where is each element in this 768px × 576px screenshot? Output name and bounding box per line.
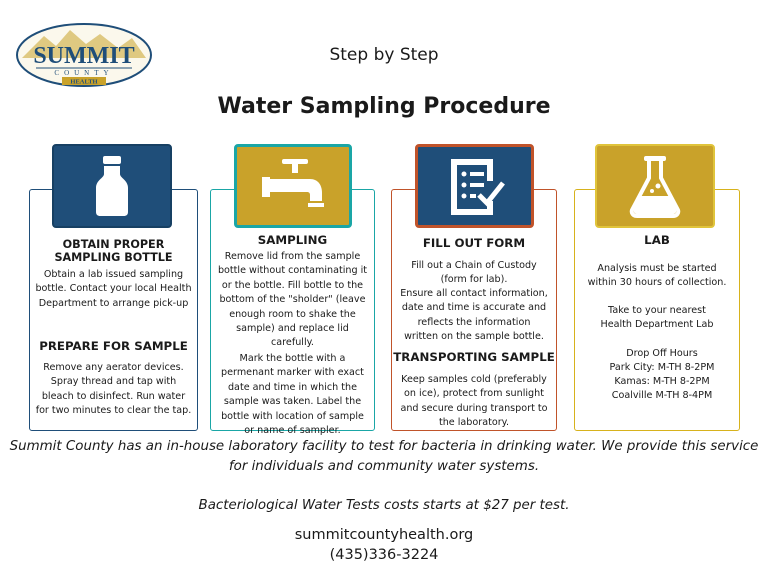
card-text: Analysis must be started within 30 hours…: [587, 263, 727, 289]
card-heading: FILL OUT FORM: [422, 236, 526, 250]
milk-bottle-icon: [52, 144, 172, 228]
card-heading: TRANSPORTING SAMPLE: [393, 350, 555, 364]
card-text: Fill out a Chain of Custody (form for la…: [411, 260, 537, 286]
hours-item: Kamas: M-TH 8-2PM: [614, 376, 710, 387]
card-sampling: SAMPLING Remove lid from the sample bott…: [210, 189, 375, 436]
phone-number[interactable]: (435)336-3224: [329, 547, 439, 563]
hours-item: Coalville M-TH 8-4PM: [611, 390, 713, 401]
hours-title: Drop Off Hours: [626, 348, 698, 359]
faucet-icon: [234, 144, 352, 228]
lab-description: Summit County has an in-house laboratory…: [9, 439, 759, 474]
website-link[interactable]: summitcountyhealth.org: [294, 527, 474, 543]
card-heading: OBTAIN PROPER SAMPLING BOTTLE: [54, 238, 173, 264]
page-title: Water Sampling Procedure: [217, 94, 551, 119]
card-text: Take to your nearest Health Department L…: [600, 305, 714, 331]
svg-text:SUMMIT: SUMMIT: [33, 43, 134, 69]
kicker-text: Step by Step: [329, 45, 439, 65]
card-text: Remove any aerator devices. Spray thread…: [35, 362, 192, 417]
checklist-form-icon: [415, 144, 534, 228]
card-text: Mark the bottle with a permenant marker …: [221, 353, 364, 437]
lab-flask-icon: [595, 144, 715, 228]
card-heading: PREPARE FOR SAMPLE: [39, 339, 188, 353]
cost-note: Bacteriological Water Tests costs starts…: [198, 498, 570, 513]
card-heading: LAB: [644, 233, 670, 247]
card-text: Keep samples cold (preferably on ice), p…: [400, 374, 548, 429]
card-text: Ensure all contact information, date and…: [400, 288, 548, 343]
card-fill-form: FILL OUT FORM Fill out a Chain of Custod…: [391, 189, 557, 431]
card-obtain-bottle: OBTAIN PROPER SAMPLING BOTTLE Obtain a l…: [29, 189, 198, 431]
summit-county-health-logo: SUMMIT COUNTY HEALTH: [14, 22, 154, 88]
card-text: Obtain a lab issued sampling bottle. Con…: [35, 269, 192, 309]
svg-text:COUNTY: COUNTY: [54, 69, 113, 77]
hours-item: Park City: M-TH 8-2PM: [609, 362, 715, 373]
card-text: Remove lid from the sample bottle withou…: [217, 251, 368, 349]
card-heading: SAMPLING: [257, 233, 328, 247]
svg-text:HEALTH: HEALTH: [70, 79, 97, 86]
